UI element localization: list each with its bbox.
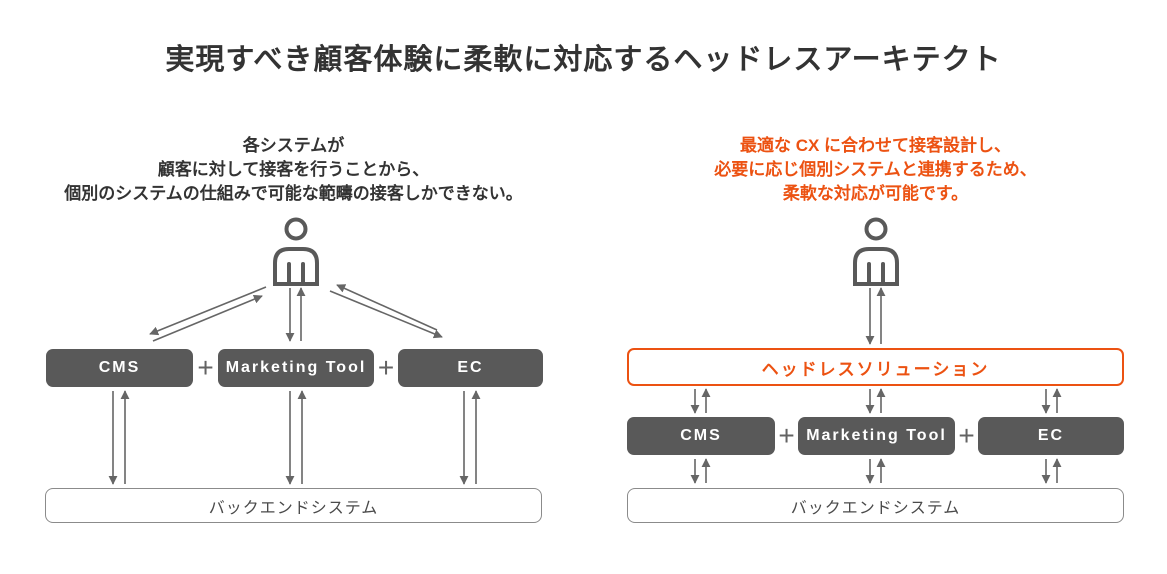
left-backend-box: バックエンドシステム	[45, 488, 542, 523]
right-cms-backend-arrows	[690, 458, 711, 484]
person-icon	[848, 217, 904, 287]
plus-sign: +	[197, 352, 214, 383]
right-headless-ec-arrows	[1041, 388, 1062, 414]
right-caption-line: 必要に応じ個別システムと連携するため、	[714, 160, 1037, 179]
right-cms-box: CMS	[627, 417, 775, 455]
right-marketingtool-backend-arrows	[865, 458, 886, 484]
right-caption-line: 最適な CX に合わせて接客設計し、	[739, 136, 1012, 155]
plus-sign: +	[377, 352, 395, 383]
left-ec-box: EC	[398, 349, 543, 387]
left-caption-line: 個別のシステムの仕組みで可能な範疇の接客しかできない。	[64, 184, 523, 203]
right-headless-cms-arrows	[690, 388, 711, 414]
right-marketing-tool-box: Marketing Tool	[798, 417, 955, 455]
page-title: 実現すべき顧客体験に柔軟に対応するヘッドレスアーキテクト	[165, 44, 1002, 76]
left-marketing-tool-box: Marketing Tool	[218, 349, 374, 387]
left-cms-backend-arrows	[108, 390, 130, 485]
plus-sign: +	[958, 420, 975, 451]
left-caption-line: 顧客に対して接客を行うことから、	[157, 160, 430, 179]
left-person-marketingtool-arrows	[285, 287, 306, 342]
right-ec-box: EC	[978, 417, 1124, 455]
left-cms-box: CMS	[46, 349, 193, 387]
right-backend-box: バックエンドシステム	[627, 488, 1124, 523]
right-ec-backend-arrows	[1041, 458, 1062, 484]
left-person-cms-arrows	[149, 286, 267, 342]
right-caption: 最適な CX に合わせて接客設計し、 必要に応じ個別システムと連携するため、 柔…	[627, 134, 1124, 206]
right-caption-line: 柔軟な対応が可能です。	[782, 184, 969, 203]
left-caption-line: 各システムが	[242, 136, 345, 155]
left-caption: 各システムが 顧客に対して接客を行うことから、 個別のシステムの仕組みで可能な範…	[45, 134, 542, 206]
plus-sign: +	[778, 420, 795, 451]
left-person-ec-arrows	[329, 284, 443, 339]
left-marketingtool-backend-arrows	[285, 390, 307, 485]
left-ec-backend-arrows	[459, 390, 481, 485]
headless-solution-box: ヘッドレスソリューション	[627, 348, 1124, 386]
person-icon	[268, 217, 324, 287]
right-person-headless-arrows	[865, 287, 886, 345]
right-headless-marketingtool-arrows	[865, 388, 886, 414]
